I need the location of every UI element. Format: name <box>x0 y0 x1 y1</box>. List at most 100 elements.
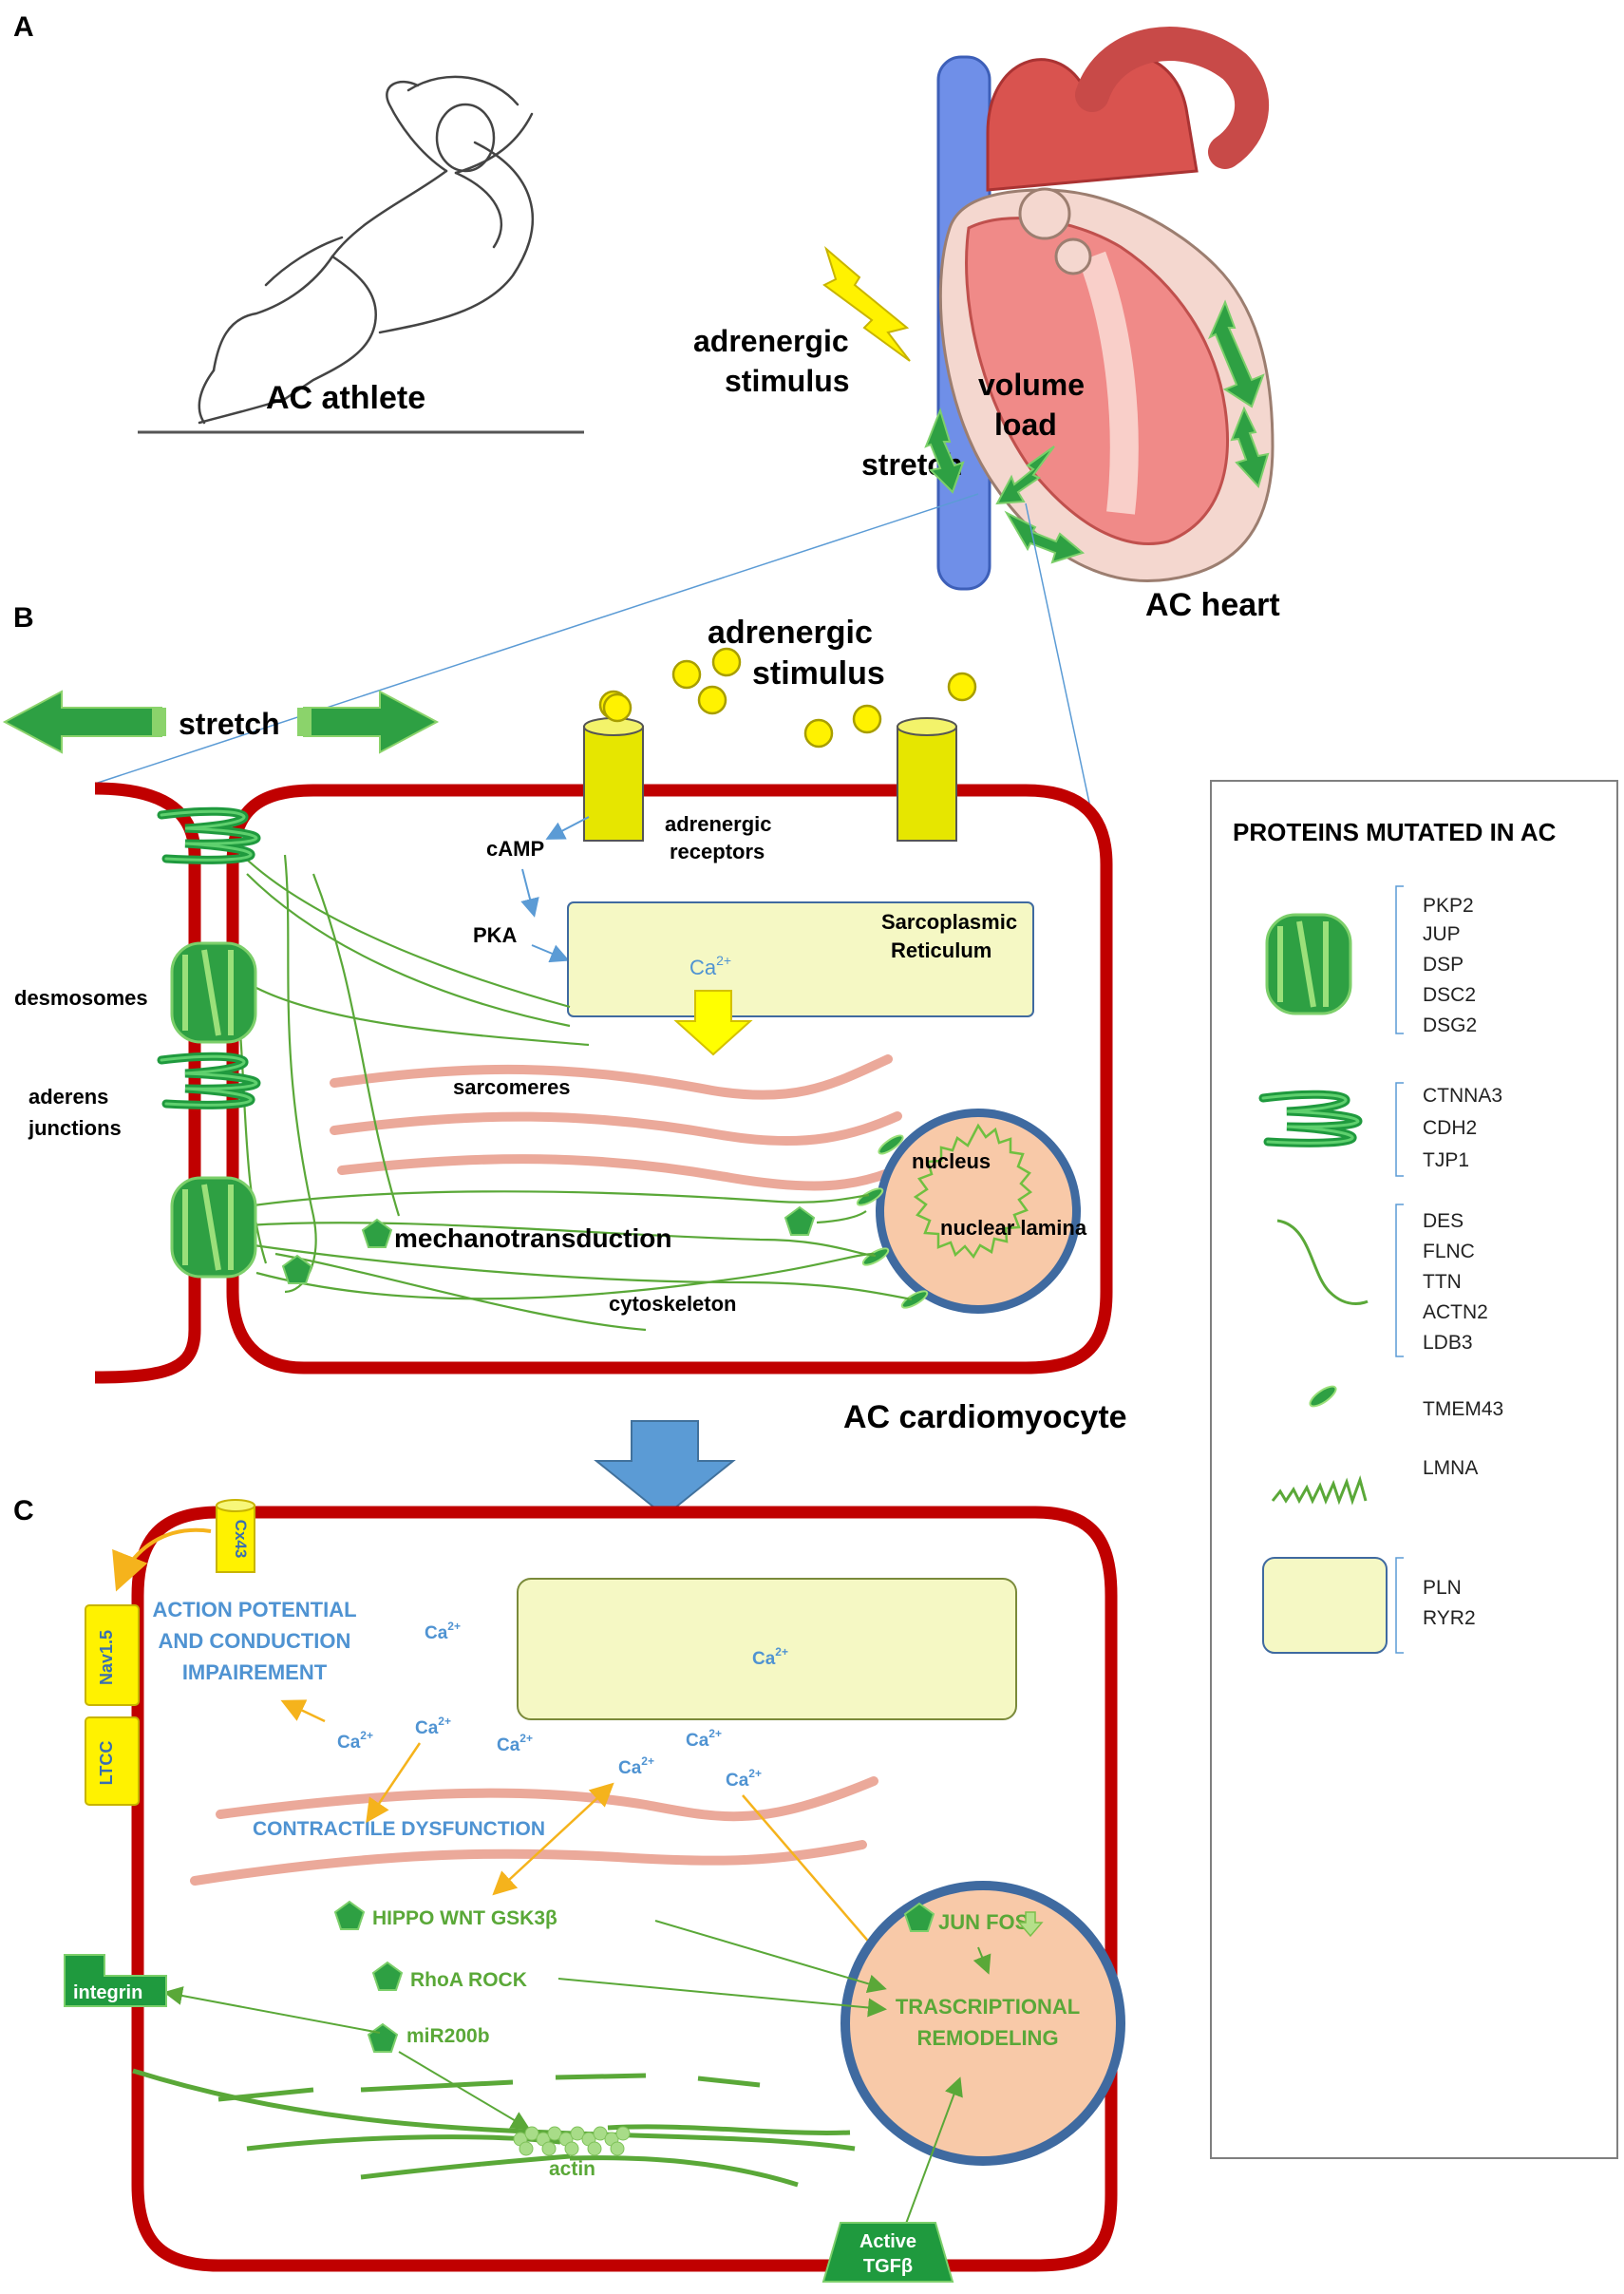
panel-b-label: B <box>13 602 34 634</box>
sr-label-1: Sarcoplasmic <box>881 910 1017 934</box>
ac-cardiomyocyte-label: AC cardiomyocyte <box>843 1399 1127 1435</box>
adrenergic-receptor-left <box>583 692 644 842</box>
nucleus-b <box>876 1109 1081 1314</box>
pathway-arrows <box>163 1920 963 2273</box>
desmosomes-label: desmosomes <box>14 986 148 1010</box>
stretch-double-arrow <box>2 690 440 754</box>
ca-label: Ca2+ <box>425 1620 461 1643</box>
integrin-label: integrin <box>73 1982 142 2003</box>
integrin-receptor <box>64 1954 167 2007</box>
cytoskeleton-filaments <box>232 844 913 1332</box>
legend-lamina-icon <box>1271 1475 1368 1506</box>
legend-tmem43-icon <box>1309 1385 1337 1408</box>
athlete-sketch <box>198 75 535 425</box>
camp-label: cAMP <box>486 837 544 861</box>
stretch-label-b: stretch <box>179 707 280 741</box>
stimulus-label-b1: adrenergic <box>708 615 873 651</box>
down-arrow-icon <box>1017 1911 1044 1938</box>
nucleus-label: nucleus <box>912 1149 991 1173</box>
zoom-line-right <box>1025 502 1091 808</box>
aderens-label-1: aderens <box>28 1085 108 1109</box>
junction-coil-middle <box>161 1056 256 1105</box>
receptor-camp-arrow <box>545 816 590 840</box>
nucleus-c <box>850 1890 1116 2156</box>
contractile-dysfunction-label: CONTRACTILE DYSFUNCTION <box>253 1818 545 1840</box>
zoom-line-left <box>94 493 979 785</box>
receptors-label-1: adrenergic <box>665 812 772 836</box>
camp-pka-arrow <box>520 868 539 918</box>
transcriptional-label-2: REMODELING <box>916 2026 1058 2050</box>
cytoskeleton-label: cytoskeleton <box>609 1292 737 1316</box>
ca-label: Ca2+ <box>618 1754 654 1778</box>
nuclear-lamina-label: nuclear lamina <box>940 1216 1087 1240</box>
stimulus-label-a: stimulus <box>725 364 850 398</box>
sarcoplasmic-reticulum-c <box>517 1578 1017 1720</box>
ca-label: Ca2+ <box>415 1715 451 1738</box>
legend-box <box>1210 780 1618 2159</box>
aderens-label-2: junctions <box>28 1116 122 1140</box>
athlete-label: AC athlete <box>266 380 425 416</box>
nav15-label: Nav1.5 <box>97 1630 116 1685</box>
tgf-beta-box <box>821 2222 954 2283</box>
legend-item: LDB3 <box>1423 1332 1473 1354</box>
ca-label: Ca2+ <box>497 1732 533 1755</box>
legend-item: LMNA <box>1423 1457 1478 1479</box>
hippo-pentagon <box>334 1901 365 1930</box>
ca-label: Ca2+ <box>726 1767 762 1791</box>
actin-filaments <box>132 2068 856 2188</box>
legend-item: FLNC <box>1423 1241 1475 1262</box>
mir200b-pentagon <box>368 2023 398 2053</box>
ltcc-channel: LTCC <box>85 1716 140 1806</box>
desmosome-top <box>172 943 255 1042</box>
heart-arrows <box>924 299 1270 564</box>
legend-item: TMEM43 <box>1423 1398 1503 1420</box>
rhoa-pentagon <box>372 1962 403 1991</box>
cx43-label: Cx43 <box>232 1520 250 1559</box>
cx43-arrow <box>112 1527 212 1592</box>
ap-label-2: AND CONDUCTION <box>159 1629 351 1653</box>
jun-fos-label: JUN FOS <box>938 1910 1029 1934</box>
adrenergic-label-a: adrenergic <box>693 324 849 358</box>
rhoa-label: RhoA ROCK <box>410 1969 527 1991</box>
legend-item: DSG2 <box>1423 1014 1477 1036</box>
stimulus-label-b2: stimulus <box>752 655 885 692</box>
actin-label: actin <box>549 2158 595 2180</box>
sarcoplasmic-reticulum <box>567 901 1034 1017</box>
mir200b-label: miR200b <box>406 2025 490 2047</box>
legend-item: CTNNA3 <box>1423 1085 1502 1107</box>
receptors-label-2: receptors <box>670 840 765 863</box>
legend-item: ACTN2 <box>1423 1301 1488 1323</box>
calcium-release-arrow <box>673 990 753 1056</box>
adrenergic-receptor-right <box>897 717 957 842</box>
actin-cluster <box>513 2126 631 2156</box>
ca-label-sr: Ca2+ <box>752 1645 788 1669</box>
hippo-label: HIPPO WNT GSK3β <box>372 1907 557 1929</box>
jun-fos-arrow <box>973 1946 991 1975</box>
neighbor-cell-membrane <box>94 782 201 1384</box>
panel-c-label: C <box>13 1495 34 1526</box>
load-label: load <box>994 408 1057 442</box>
legend-filament-icon <box>1276 1219 1369 1305</box>
legend-item: CDH2 <box>1423 1117 1477 1139</box>
desmosome-bottom <box>172 1178 255 1277</box>
legend-item: PLN <box>1423 1577 1462 1599</box>
volume-label: volume <box>978 368 1085 402</box>
legend-item: TJP1 <box>1423 1149 1469 1171</box>
tmem43-markers <box>856 1134 929 1309</box>
legend-item: DSP <box>1423 954 1463 976</box>
ca-label: Ca2+ <box>337 1729 373 1753</box>
mechanotransduction-label: mechanotransduction <box>394 1223 671 1253</box>
signal-pentagon-3 <box>784 1206 815 1236</box>
nav15-channel: Nav1.5 <box>85 1604 140 1706</box>
ap-label-3: IMPAIREMENT <box>182 1660 328 1684</box>
ltcc-label: LTCC <box>97 1741 116 1786</box>
ap-label-1: ACTION POTENTIAL <box>152 1598 356 1621</box>
legend-item: TTN <box>1423 1271 1462 1293</box>
tgf-label-2: TGFβ <box>863 2256 913 2277</box>
cx43-channel: Cx43 <box>216 1499 255 1573</box>
sr-label-2: Reticulum <box>891 938 991 962</box>
ca-label: Ca2+ <box>686 1727 722 1751</box>
pka-label: PKA <box>473 923 518 947</box>
legend-item: JUP <box>1423 923 1461 945</box>
